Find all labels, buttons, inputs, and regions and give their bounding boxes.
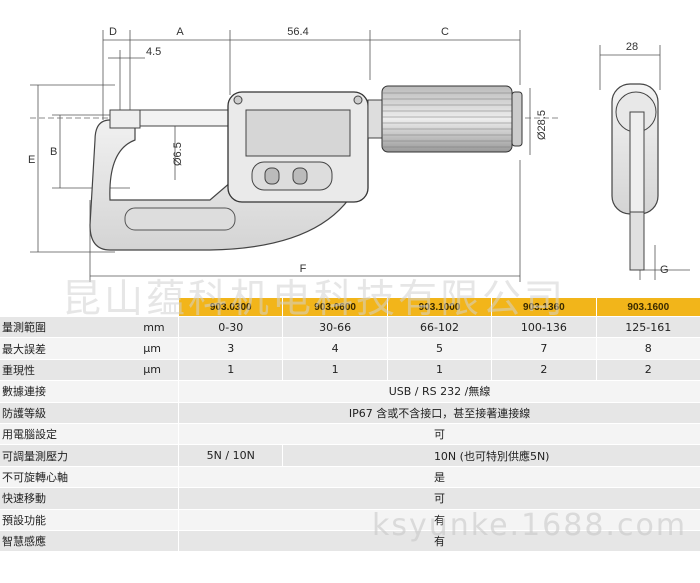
table-row: 快速移動 可 [0, 487, 700, 510]
row-label: 不可旋轉心軸 [0, 466, 142, 489]
row-label: 數據連接 [0, 380, 142, 403]
model-3: 903.1360 [491, 298, 597, 317]
model-1: 903.0600 [282, 298, 388, 317]
dim-dia-28-5: Ø28.5 [536, 110, 548, 140]
cell: 1 [386, 359, 492, 382]
button-panel [251, 161, 333, 191]
cell: 7 [491, 337, 597, 360]
row-label: 智慧感應 [0, 530, 142, 553]
model-0: 903.0300 [178, 298, 283, 317]
row-label: 量測範圍 [0, 316, 142, 339]
micrometer-technical-drawing: D A 56.4 C 28 4.5 E B Ø6.5 Ø28.5 F G [28, 26, 690, 282]
row-label: 最大誤差 [0, 337, 142, 360]
dim-a: A [176, 26, 184, 38]
side-view-foot [629, 211, 645, 271]
cell: 30-66 [282, 316, 388, 339]
cell-span: 可 [178, 423, 700, 446]
dim-56-4: 56.4 [287, 26, 308, 38]
cell: 2 [595, 359, 700, 382]
cell: 5 [386, 337, 492, 360]
sleeve [367, 99, 383, 139]
row-label: 防護等級 [0, 402, 142, 424]
cell: 1 [178, 359, 283, 382]
row-label: 快速移動 [0, 487, 142, 510]
table-row: 可調量測壓力 5N / 10N 10N (也可特別供應5N) [0, 444, 700, 467]
button-left [264, 167, 280, 185]
dimension-labels: D A 56.4 C 28 4.5 E B Ø6.5 Ø28.5 F G [28, 26, 669, 276]
row-label: 預設功能 [0, 509, 142, 531]
dim-c: C [441, 26, 449, 38]
cell: 0-30 [178, 316, 283, 339]
cell: 3 [178, 337, 283, 360]
cell-span: IP67 含或不含接口，甚至接著連接線 [178, 402, 700, 424]
row-unit: µm [141, 337, 179, 360]
cell: 125-161 [595, 316, 700, 339]
model-2: 903.1000 [386, 298, 492, 317]
cell: 5N / 10N [178, 444, 283, 467]
side-view-beam [629, 111, 645, 213]
row-label: 用電腦設定 [0, 423, 142, 446]
table-row: 預設功能 有 [0, 509, 700, 531]
dim-g: G [660, 264, 669, 276]
table-row: 防護等級 IP67 含或不含接口，甚至接著連接線 [0, 402, 700, 424]
spindle [139, 109, 236, 127]
knurled-thimble [381, 85, 513, 153]
cell-span: 10N (也可特別供應5N) [282, 444, 700, 467]
cell: 1 [282, 359, 388, 382]
dim-e: E [28, 154, 35, 166]
row-label: 重現性 [0, 359, 142, 382]
dim-4-5: 4.5 [146, 46, 161, 58]
screw-icon [353, 95, 363, 105]
table-row: 不可旋轉心軸 是 [0, 466, 700, 489]
row-unit: µm [141, 359, 179, 382]
cell-span: USB / RS 232 /無線 [178, 380, 700, 403]
dimension-lines [30, 30, 690, 282]
row-label: 可調量測壓力 [0, 444, 142, 467]
row-unit: mm [141, 316, 179, 339]
cell-span: 可 [178, 487, 700, 510]
dim-dia-6-5: Ø6.5 [172, 142, 184, 166]
dim-d: D [109, 26, 117, 38]
cell-span: 有 [178, 530, 700, 553]
screw-icon [233, 95, 243, 105]
table-row: 重現性 µm 1 1 1 2 2 [0, 359, 700, 382]
table-row: 用電腦設定 可 [0, 423, 700, 446]
spec-table: 903.0300 903.0600 903.1000 903.1360 903.… [0, 298, 700, 553]
table-row: 最大誤差 µm 3 4 5 7 8 [0, 337, 700, 360]
cell: 4 [282, 337, 388, 360]
cell: 100-136 [491, 316, 597, 339]
anvil [109, 109, 141, 129]
frame-cutout [124, 207, 236, 231]
dim-f: F [300, 263, 307, 275]
dim-28: 28 [626, 41, 638, 53]
cell-span: 有 [178, 509, 700, 531]
lcd-screen [245, 109, 351, 157]
cell-span: 是 [178, 466, 700, 489]
cell: 2 [491, 359, 597, 382]
table-row: 量測範圍 mm 0-30 30-66 66-102 100-136 125-16… [0, 316, 700, 339]
model-4: 903.1600 [595, 298, 700, 317]
cell: 66-102 [386, 316, 492, 339]
knurl-lines [382, 92, 512, 148]
table-row: 智慧感應 有 [0, 530, 700, 553]
button-right [292, 167, 308, 185]
table-row: 數據連接 USB / RS 232 /無線 [0, 380, 700, 403]
ratchet-cap [511, 91, 523, 147]
dim-b: B [50, 146, 57, 158]
model-header-row: 903.0300 903.0600 903.1000 903.1360 903.… [0, 298, 700, 317]
cell: 8 [595, 337, 700, 360]
